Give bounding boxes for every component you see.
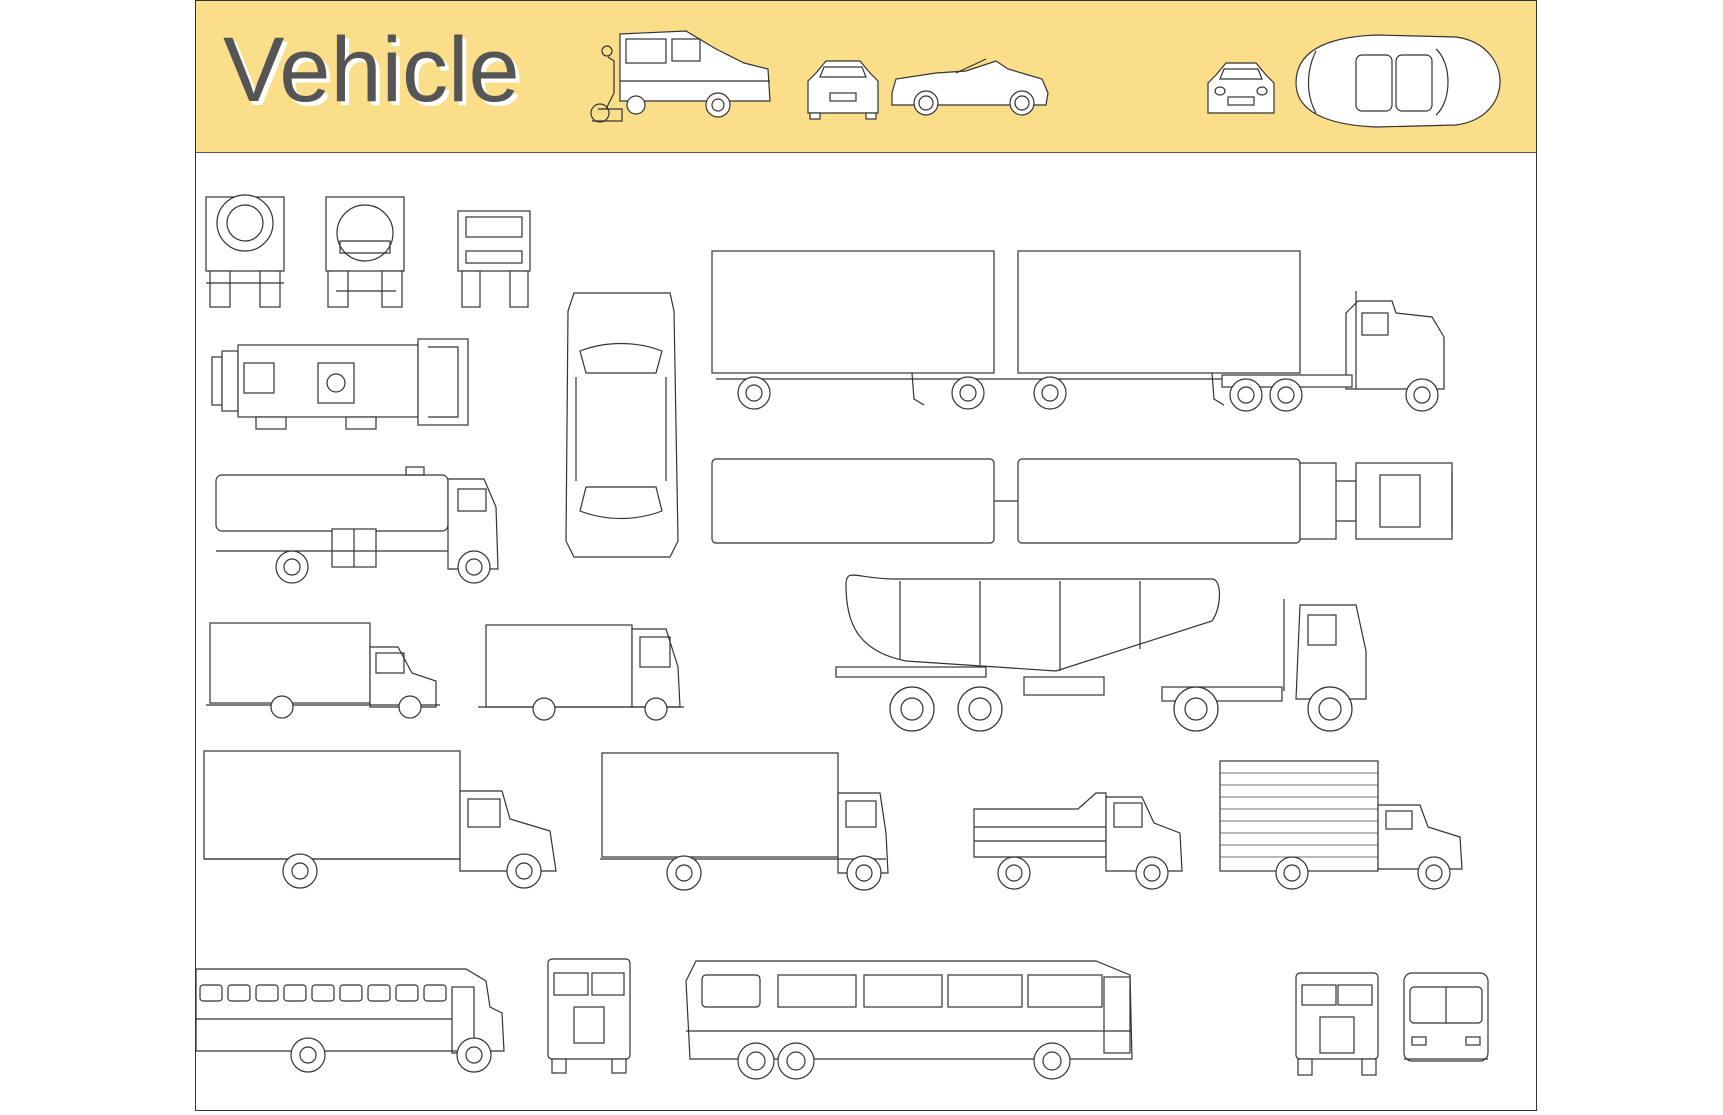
coach-bus-side — [685, 960, 1133, 1080]
tanker-truck-front — [457, 210, 531, 308]
school-bus-front — [547, 958, 631, 1074]
van-with-wheelchair-lift-side — [590, 30, 771, 123]
sports-car-front — [807, 60, 879, 120]
sports-car-front-2 — [1207, 62, 1275, 114]
panel-truck-side — [206, 622, 440, 719]
school-bus-side — [196, 968, 505, 1073]
vehicle-drawings — [196, 30, 1501, 1080]
convertible-side — [891, 58, 1049, 116]
tanker-truck-rear — [205, 194, 285, 308]
moving-truck-side — [1219, 760, 1463, 890]
step-van-side — [478, 624, 684, 721]
convertible-top — [1295, 34, 1501, 128]
box-truck-side-2 — [600, 752, 889, 891]
bulk-tanker-semi-side — [835, 574, 1367, 732]
double-trailer-truck-side — [711, 250, 1445, 412]
tanker-truck-side — [215, 466, 499, 584]
tanker-truck-rear-2 — [325, 196, 405, 308]
box-truck-side — [203, 750, 557, 889]
drawing-sheet: Vehicle — [195, 0, 1537, 1111]
double-trailer-truck-top — [711, 458, 1453, 544]
bus-rear — [1403, 972, 1489, 1062]
school-bus-front-2 — [1295, 972, 1379, 1076]
page-title: Vehicle — [223, 19, 520, 121]
dump-truck-side — [973, 792, 1183, 890]
tanker-truck-top — [211, 338, 469, 430]
sedan-top — [565, 292, 679, 558]
